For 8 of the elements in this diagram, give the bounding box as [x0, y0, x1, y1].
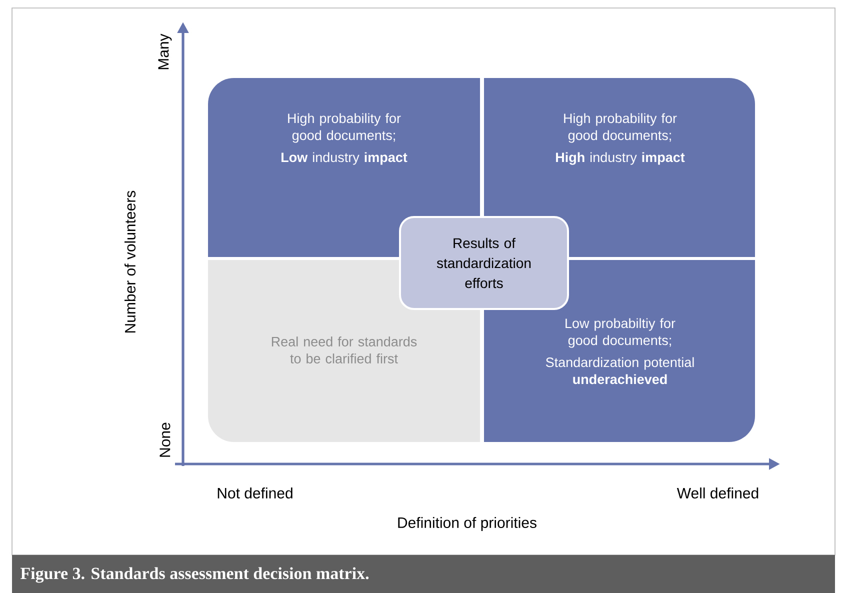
axis-title: Definition of priorities: [398, 517, 536, 531]
axis-title: Number of volunteers: [124, 190, 136, 332]
caption-bar: Figure 3. Standards assessment decision matrix.: [12, 555, 835, 593]
axis-label: Not defined: [218, 487, 292, 498]
axis-label: Well defined: [676, 487, 758, 498]
axis-label: None: [160, 422, 170, 457]
axis-label: Many: [158, 34, 172, 70]
center-box: Results of standardization efforts: [399, 216, 569, 310]
